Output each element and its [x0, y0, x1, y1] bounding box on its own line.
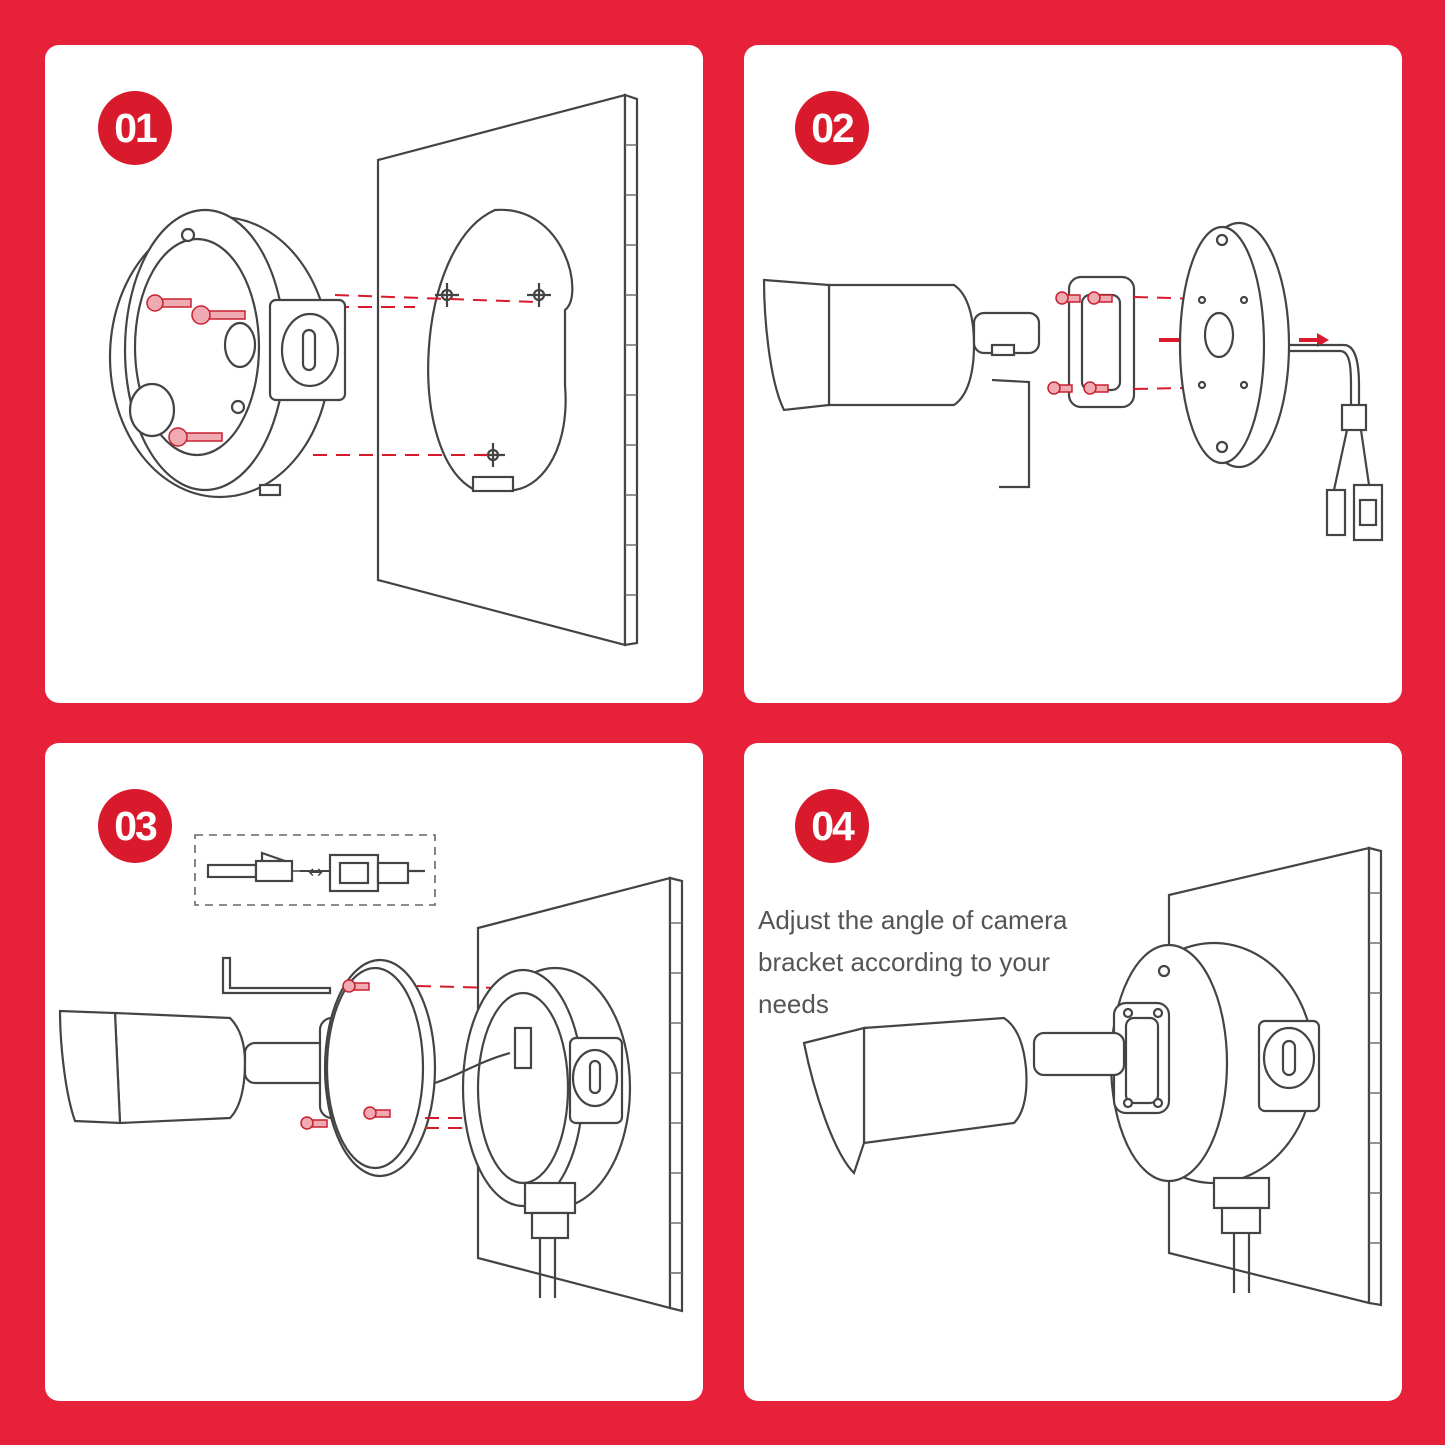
screws — [300, 979, 391, 1130]
drill-template — [427, 208, 574, 492]
screws — [146, 294, 246, 447]
step-number-badge: 03 — [98, 789, 172, 863]
mount-plate — [323, 958, 437, 1178]
step-2-illustration — [762, 221, 1384, 542]
step-1-illustration — [108, 93, 639, 647]
bullet-camera — [802, 1016, 1126, 1176]
connector-inset: ↔ — [194, 834, 436, 906]
junction-box — [108, 208, 347, 499]
svg-text:↔: ↔ — [308, 862, 323, 883]
junction-box — [434, 966, 632, 1298]
step-number-badge: 02 — [795, 91, 869, 165]
step-number-badge: 04 — [795, 789, 869, 863]
step-3-illustration: ↔ — [58, 834, 684, 1313]
step-1-panel: 01 — [45, 45, 703, 703]
bullet-camera — [762, 275, 1136, 489]
mount-plate — [1178, 221, 1291, 469]
screws — [1047, 291, 1113, 395]
cable — [1289, 343, 1384, 542]
step-4-panel: 04 Adjust the angle of camera bracket ac… — [744, 743, 1402, 1401]
step-3-panel: ↔ — [45, 743, 703, 1401]
step-4-illustration — [802, 846, 1383, 1307]
step-number-badge: 01 — [98, 91, 172, 165]
step-4-caption: Adjust the angle of camera bracket accor… — [758, 905, 1068, 1019]
step-2-panel: 02 — [744, 45, 1402, 703]
hex-key — [221, 956, 332, 995]
